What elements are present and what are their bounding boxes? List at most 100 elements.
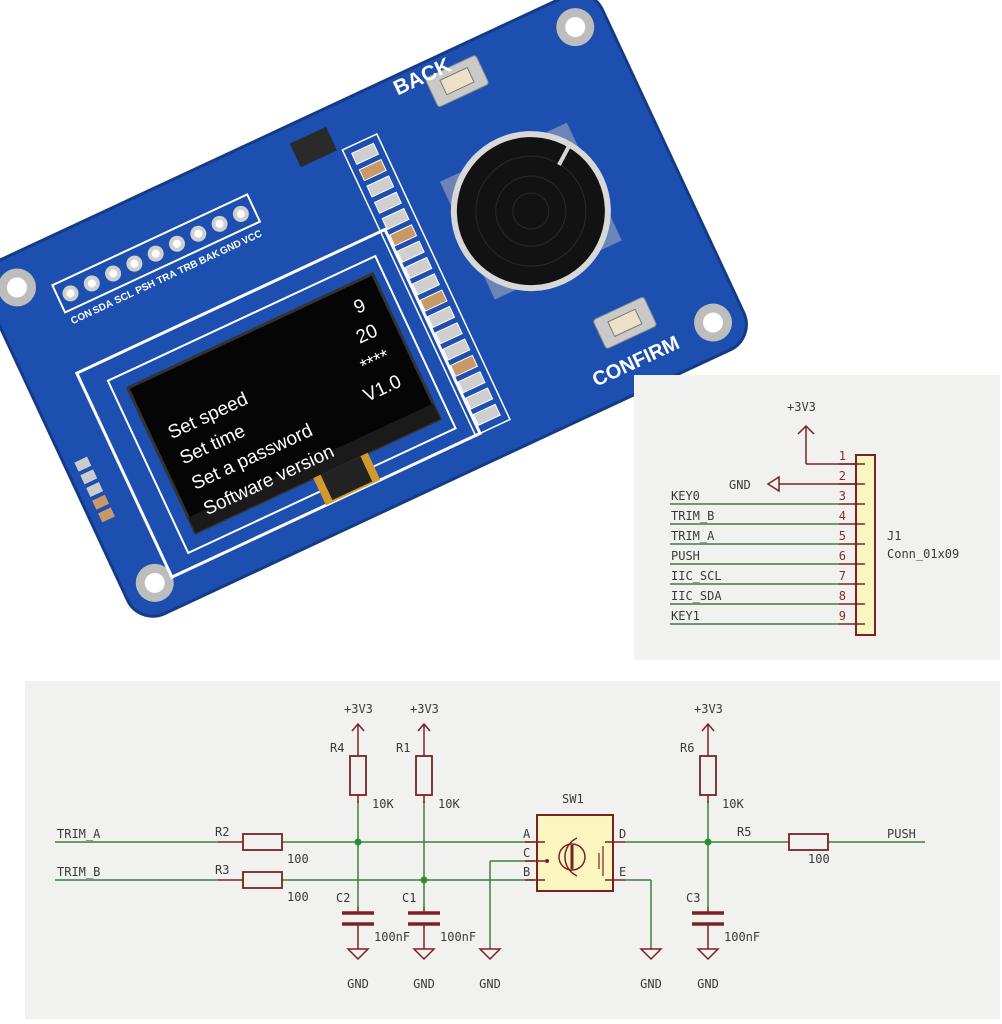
- gnd-label: GND: [729, 478, 751, 492]
- resistor-ref: R5: [737, 825, 751, 839]
- pin-hole: [62, 285, 79, 302]
- switch-pin-label: C: [523, 846, 530, 860]
- pin-number: 2: [839, 469, 846, 483]
- connector-ref: J1: [887, 529, 901, 543]
- flex-cable-cover: [320, 456, 373, 501]
- pin-header-outline: [51, 193, 262, 314]
- pin-header: [62, 205, 249, 302]
- gnd-icon: [412, 948, 436, 961]
- pullup-resistor-r1: [415, 722, 433, 803]
- pin-hole: [147, 245, 164, 262]
- resistor-value: 10K: [438, 797, 460, 811]
- resistor-ref: R4: [330, 741, 344, 755]
- capacitor-c3: [692, 907, 724, 961]
- pin-number: 9: [839, 609, 846, 623]
- capacitor-ref: C2: [336, 891, 350, 905]
- power-label: +3V3: [344, 702, 373, 716]
- pin-number: 1: [839, 449, 846, 463]
- junction-dot: [420, 876, 428, 884]
- net-label-trim-a: TRIM_A: [57, 827, 101, 841]
- pin-hole: [190, 225, 207, 242]
- net-label-push: PUSH: [887, 827, 916, 841]
- back-button[interactable]: [425, 55, 489, 108]
- pin-hole: [211, 215, 228, 232]
- resistor-r2: [218, 833, 283, 851]
- gnd-icon: [346, 948, 370, 961]
- capacitor-c1: [408, 907, 440, 961]
- encoder-circuit-schematic-panel: TRIM_A TRIM_B PUSH R2 100 R3 100 R5 100 …: [25, 681, 1000, 1019]
- pin-hole: [105, 265, 122, 282]
- switch-pin-label: B: [523, 865, 530, 879]
- net-label: TRIM_B: [671, 509, 714, 523]
- connector-schematic: +3V3 GND 123KEY04TRIM_B5TRIM_A6PUSH7IIC_…: [670, 400, 959, 636]
- connector-part: Conn_01x09: [887, 547, 959, 561]
- resistor-value: 100: [287, 890, 309, 904]
- capacitor-ref: C3: [686, 891, 700, 905]
- gnd-icon: [639, 948, 663, 961]
- gnd-icon: [696, 948, 720, 961]
- pin-hole: [126, 255, 143, 272]
- rotary-encoder-symbol: [525, 814, 625, 892]
- power-label: +3V3: [694, 702, 723, 716]
- resistor-value: 10K: [372, 797, 394, 811]
- resistor-ref: R1: [396, 741, 410, 755]
- pin-number: 7: [839, 569, 846, 583]
- pin-hole: [83, 275, 100, 292]
- smd-components: [74, 456, 115, 523]
- switch-pin-label: A: [523, 827, 531, 841]
- pin-number: 3: [839, 489, 846, 503]
- capacitor-c2: [342, 907, 374, 961]
- pullup-resistor-r6: [699, 722, 717, 803]
- resistor-ref: R2: [215, 825, 229, 839]
- net-label: KEY1: [671, 609, 700, 623]
- switch-pin-label: E: [619, 865, 626, 879]
- resistor-ref: R6: [680, 741, 694, 755]
- silkscreen-outline: [341, 132, 511, 437]
- pcb-illustration: Set speed Set time Set a password Softwa…: [0, 0, 748, 618]
- gnd-label: GND: [697, 977, 719, 991]
- capacitor-ref: C1: [402, 891, 416, 905]
- switch-ref: SW1: [562, 792, 584, 806]
- smd-resistor-array: [351, 142, 501, 426]
- gnd-label: GND: [413, 977, 435, 991]
- gnd-icon: [478, 948, 502, 961]
- pin-number: 5: [839, 529, 846, 543]
- resistor-r5: [788, 833, 829, 851]
- encoder-circuit-schematic: TRIM_A TRIM_B PUSH R2 100 R3 100 R5 100 …: [55, 702, 925, 991]
- pin-number: 6: [839, 549, 846, 563]
- net-label: IIC_SCL: [671, 569, 722, 583]
- resistor-value: 100: [808, 852, 830, 866]
- pin-number: 4: [839, 509, 846, 523]
- net-label: KEY0: [671, 489, 700, 503]
- net-label: PUSH: [671, 549, 700, 563]
- gnd-label: GND: [479, 977, 501, 991]
- resistor-r3: [218, 871, 283, 889]
- resistor-ref: R3: [215, 863, 229, 877]
- power-label: +3V3: [787, 400, 816, 414]
- gnd-label: GND: [347, 977, 369, 991]
- oled-bezel: [188, 403, 441, 534]
- rotary-encoder-knob[interactable]: [425, 105, 638, 318]
- knob-indicator: [557, 141, 573, 166]
- power-label: +3V3: [410, 702, 439, 716]
- mounting-hole: [556, 8, 595, 47]
- wires: [55, 801, 925, 949]
- voltage-regulator-chip: [289, 126, 338, 168]
- mounting-hole: [0, 268, 36, 307]
- capacitor-value: 100nF: [724, 930, 760, 944]
- junction-dot: [354, 838, 362, 846]
- resistor-value: 100: [287, 852, 309, 866]
- gnd-label: GND: [640, 977, 662, 991]
- pin-hole: [232, 205, 249, 222]
- confirm-button[interactable]: [593, 296, 657, 350]
- mounting-hole: [694, 303, 733, 342]
- capacitor-value: 100nF: [374, 930, 410, 944]
- silkscreen-outline: [74, 227, 483, 580]
- junction-dot: [704, 838, 712, 846]
- net-label: IIC_SDA: [671, 589, 722, 603]
- power-arrow-icon: [797, 424, 864, 465]
- connector-j1-body: [855, 454, 876, 636]
- capacitor-value: 100nF: [440, 930, 476, 944]
- mounting-hole: [135, 563, 174, 602]
